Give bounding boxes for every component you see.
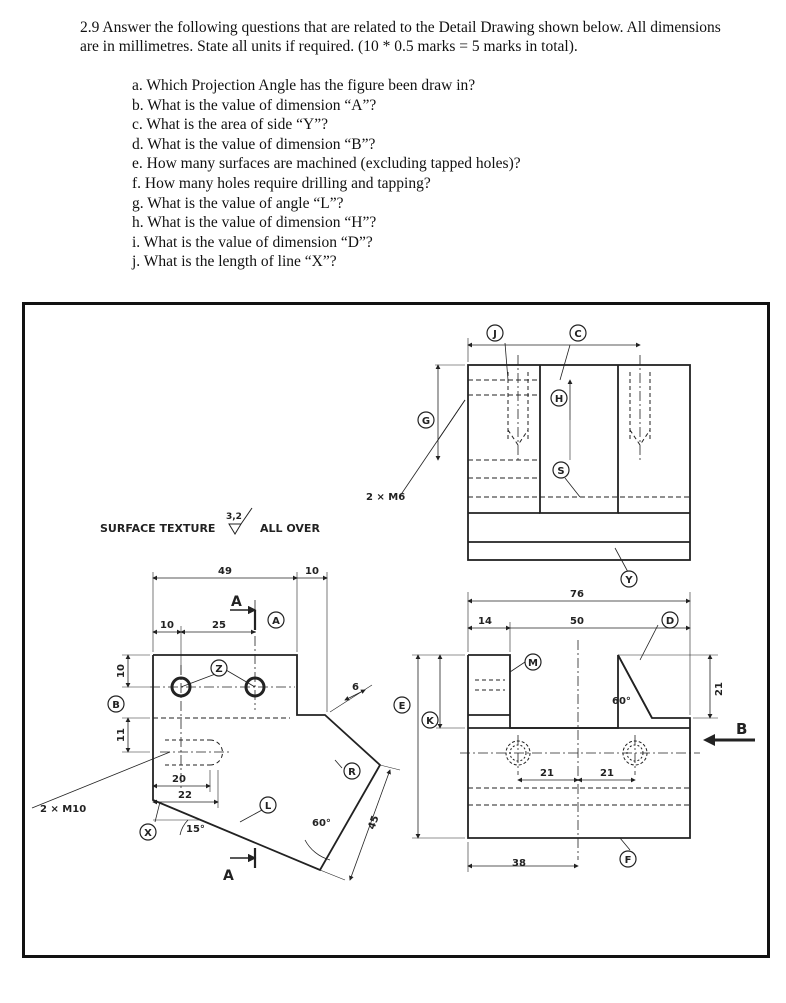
dim-14: 14 [478,616,492,627]
section-a-bottom: A [223,868,234,884]
section-a-top: A [231,594,242,610]
dim-15-degree: 15° [186,824,205,835]
question-f: f. How many holes require drilling and t… [132,174,431,192]
thread-m10-label: 2 × M10 [40,804,86,815]
label-l: L [265,801,272,812]
dim-49: 49 [218,566,232,577]
dim-38: 38 [512,858,526,869]
question-i: i. What is the value of dimension “D”? [132,233,373,251]
question-a: a. Which Projection Angle has the figure… [132,77,476,94]
surface-texture-icon [228,507,253,535]
label-h: H [555,394,563,405]
dim-10-top: 10 [305,566,319,577]
dim-76: 76 [570,589,584,600]
dim-21-vertical: 21 [714,682,725,696]
dim-10-vertical: 10 [116,664,127,678]
question-h: h. What is the value of dimension “H”? [132,214,377,232]
drawing-notes: SURFACE TEXTURE 3,2 ALL OVER 2 × M6 2 × … [40,492,747,884]
dim-22: 22 [178,790,192,801]
texture-value: 3,2 [226,512,242,522]
label-z: Z [215,664,222,675]
circle-label-text: J C G H S Y A Z B M D E K R L X F [112,329,674,866]
label-c: C [574,329,581,340]
label-y: Y [624,575,633,586]
dim-11: 11 [116,728,127,742]
label-a: A [272,616,280,627]
label-r: R [348,767,356,778]
dim-21-a: 21 [540,768,554,779]
circle-labels [107,324,679,868]
question-c: c. What is the area of side “Y”? [132,116,328,134]
question-intro: 2.9 Answer the following questions that … [80,19,721,55]
left-view [31,572,401,881]
label-d: D [666,616,674,627]
question-b: b. What is the value of dimension “A”? [132,96,377,114]
dim-60-left: 60° [312,818,331,829]
question-j: j. What is the length of line “X”? [132,253,337,271]
label-x: X [144,828,152,839]
label-s: S [557,466,564,477]
front-view [412,592,755,872]
dim-6: 6 [352,682,359,693]
question-e: e. How many surfaces are machined (exclu… [132,155,521,173]
question-list: a. Which Projection Angle has the figure… [132,76,521,272]
label-g: G [422,416,430,427]
dim-10: 10 [160,620,174,631]
dim-60-right: 60° [612,696,631,707]
all-over-label: ALL OVER [260,522,320,535]
label-f: F [625,855,632,866]
thread-m6-label: 2 × M6 [366,492,405,503]
label-e: E [399,701,406,712]
question-g: g. What is the value of angle “L”? [132,194,344,212]
label-j: J [492,329,497,340]
dim-25: 25 [212,620,226,631]
dim-20: 20 [172,774,186,785]
dim-45: 45 [366,814,381,831]
drawing-frame [22,302,770,958]
label-k: K [426,716,435,727]
top-view [399,338,691,573]
label-b: B [112,700,120,711]
view-b-label: B [736,720,747,738]
surface-texture-label: SURFACE TEXTURE [100,522,215,535]
dimension-values: 49 10 10 25 20 22 11 10 15° 60° 6 45 76 … [116,566,725,869]
question-d: d. What is the value of dimension “B”? [132,135,376,153]
dim-21-b: 21 [600,768,614,779]
label-m: M [528,658,538,669]
dim-50: 50 [570,616,584,627]
